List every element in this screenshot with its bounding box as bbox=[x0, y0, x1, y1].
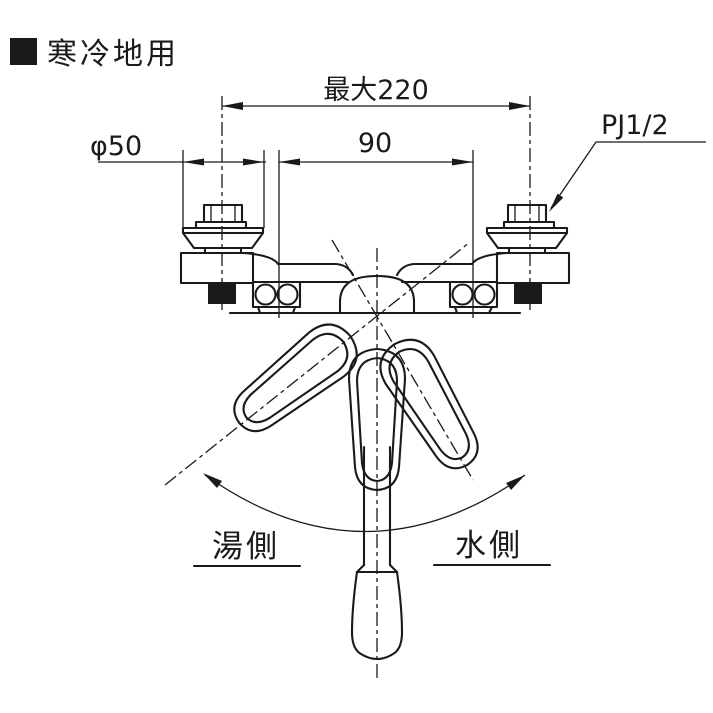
dimension-flange-diameter: φ50 bbox=[90, 131, 266, 228]
hot-side-text: 湯側 bbox=[212, 529, 280, 565]
fitting-body bbox=[179, 251, 255, 285]
ball-joint-box bbox=[448, 280, 499, 309]
spout-bell-outline bbox=[350, 570, 404, 661]
handle-position-cold bbox=[379, 338, 479, 470]
eccentric-arm-top bbox=[241, 251, 355, 277]
cold-side-label: 水側 bbox=[432, 528, 552, 567]
seal-black-square bbox=[514, 283, 542, 304]
swing-arrowhead-left bbox=[203, 473, 222, 488]
dimension-max-width: 最大220 bbox=[222, 75, 530, 110]
eccentric-arm-top bbox=[395, 251, 509, 277]
handle-inner-outline bbox=[242, 332, 349, 424]
handle-outer-outline bbox=[379, 338, 479, 470]
dimension-thread-callout: PJ1/2 bbox=[549, 110, 706, 212]
arrowhead-right bbox=[509, 102, 530, 110]
cold-position-axis bbox=[331, 239, 474, 481]
right-supply-fitting bbox=[395, 203, 571, 315]
check-valve-circle bbox=[451, 283, 474, 306]
handle-inner-outline bbox=[388, 348, 470, 461]
section-header: 寒冷地用 bbox=[10, 37, 179, 72]
leader-arrowhead bbox=[549, 193, 564, 212]
swing-arc-line bbox=[204, 474, 526, 533]
center-spacing-value: 90 bbox=[358, 128, 392, 159]
ball-joint-box bbox=[251, 280, 302, 309]
check-valve-circle bbox=[276, 283, 299, 306]
section-marker-square bbox=[10, 38, 37, 65]
arrowhead-right bbox=[243, 158, 264, 166]
section-title: 寒冷地用 bbox=[47, 37, 179, 72]
handle-position-hot bbox=[233, 323, 358, 433]
arrowhead-left bbox=[222, 102, 243, 110]
spout-shoulder bbox=[355, 563, 399, 574]
left-supply-fitting bbox=[179, 203, 355, 315]
seal-black-square bbox=[208, 283, 236, 304]
handle-positions bbox=[164, 239, 479, 492]
check-valve-circle bbox=[254, 283, 277, 306]
hex-nut bbox=[202, 203, 244, 224]
hot-side-label: 湯側 bbox=[192, 529, 302, 568]
hot-position-axis bbox=[164, 241, 471, 486]
swing-arc bbox=[203, 473, 526, 533]
spout bbox=[350, 445, 404, 661]
handle-outer-outline bbox=[233, 323, 358, 433]
arrowhead-right bbox=[452, 158, 473, 166]
leader-line bbox=[550, 141, 706, 209]
fitting-body bbox=[495, 251, 571, 285]
check-valve-circle bbox=[473, 283, 496, 306]
max-width-value: 最大220 bbox=[323, 75, 429, 106]
hex-nut bbox=[506, 203, 548, 224]
escutcheon-flange bbox=[485, 231, 569, 250]
arrowhead-left bbox=[183, 158, 204, 166]
handle-inner-outline bbox=[355, 356, 399, 483]
arrowhead-left bbox=[279, 158, 300, 166]
cold-side-text: 水側 bbox=[455, 528, 523, 564]
flange-diameter-value: φ50 bbox=[90, 131, 142, 162]
swing-arrowhead-right bbox=[506, 475, 525, 490]
escutcheon-flange bbox=[181, 231, 265, 250]
connection-thread-value: PJ1/2 bbox=[601, 110, 669, 141]
dimension-center-spacing: 90 bbox=[278, 128, 474, 318]
